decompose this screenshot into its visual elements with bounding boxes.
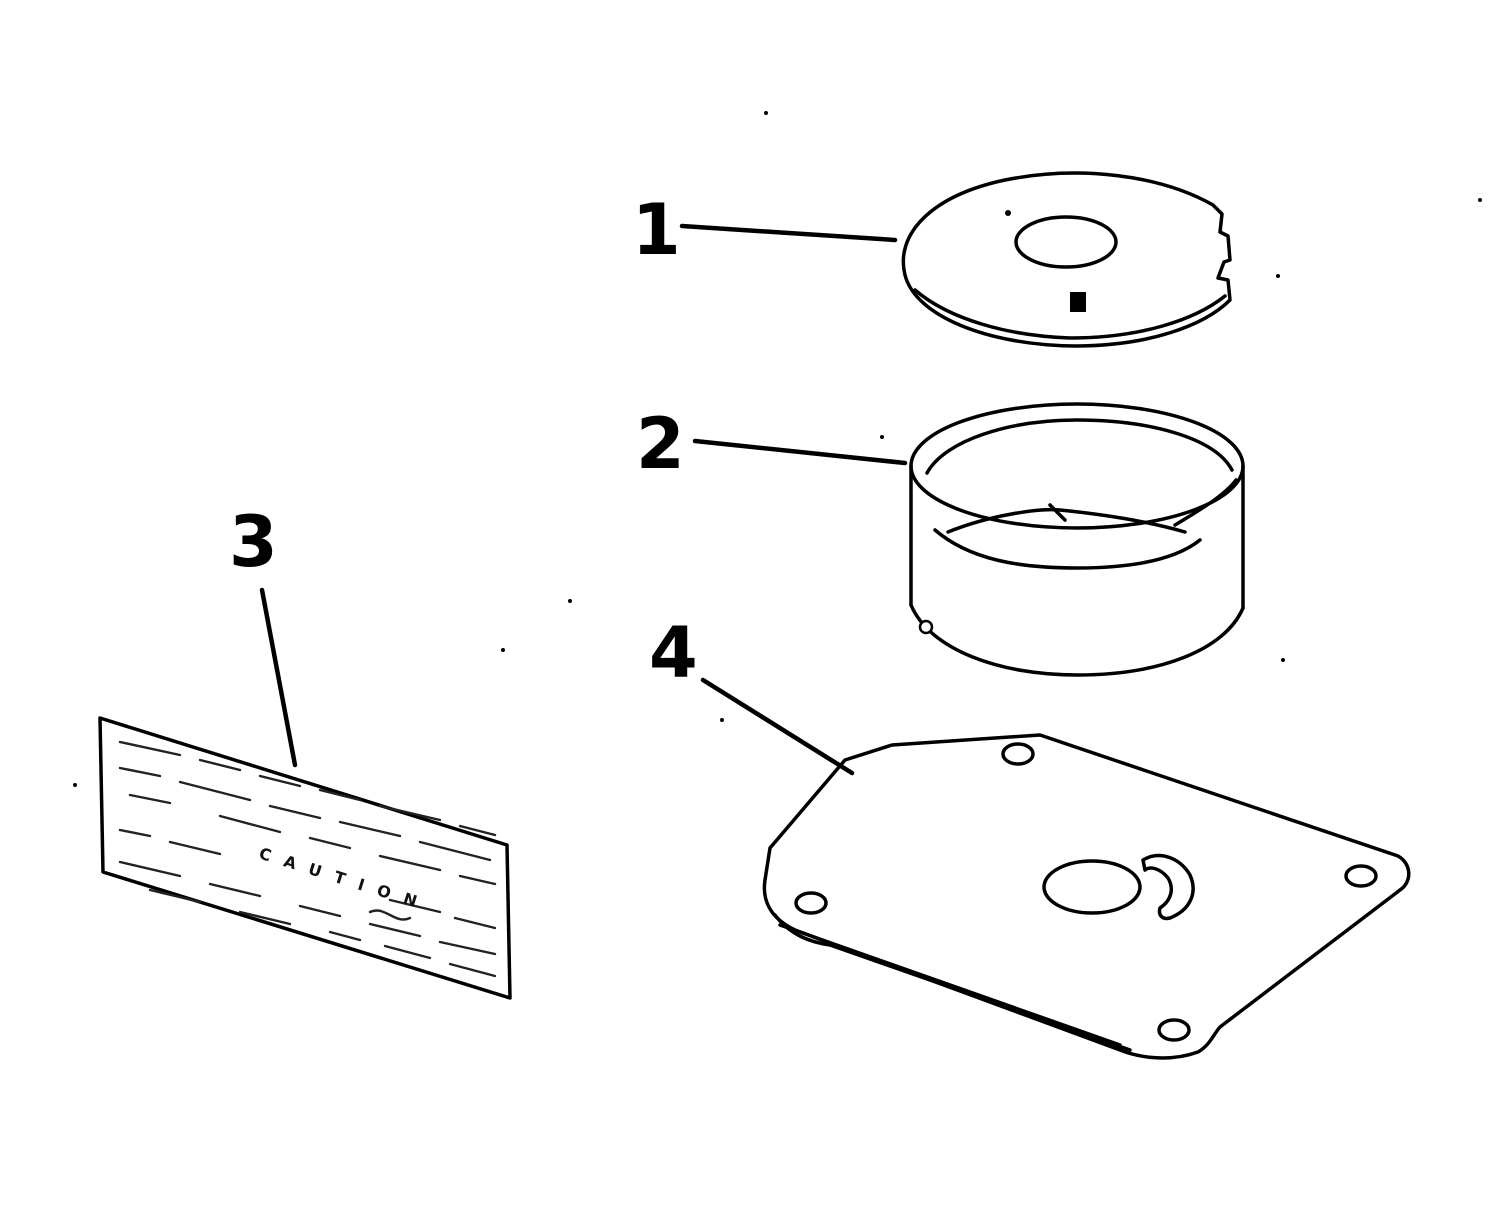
- callout-1: 1: [632, 189, 681, 271]
- leader-4: [700, 677, 855, 776]
- callout-4: 4: [649, 612, 698, 694]
- part-3-caution-decal: CAUTION: [98, 716, 512, 1000]
- leader-1: [679, 223, 898, 243]
- part-2-housing-ring: [909, 402, 1245, 677]
- leader-3: [259, 587, 298, 768]
- part-1-center-hole: [1014, 215, 1118, 269]
- scan-specks: [73, 111, 1482, 787]
- part-4-center-hole: [1042, 859, 1142, 915]
- part-4-mount-hole-right: [1344, 864, 1378, 888]
- part-4-mount-hole-bottom: [1157, 1018, 1191, 1042]
- part-4-kidney-port: [1141, 853, 1195, 921]
- part-1-plate: [901, 171, 1232, 348]
- leader-2: [692, 438, 908, 466]
- part-4-mount-hole-left: [794, 891, 828, 915]
- decal-text-lines: [118, 740, 497, 978]
- part-4-base-plate: [762, 733, 1411, 1060]
- part-1-tab: [1070, 292, 1086, 312]
- callout-2: 2: [636, 403, 685, 485]
- callout-3: 3: [229, 501, 278, 583]
- part-4-mount-hole-top: [1001, 742, 1035, 766]
- decal-caution-text: CAUTION: [257, 844, 433, 916]
